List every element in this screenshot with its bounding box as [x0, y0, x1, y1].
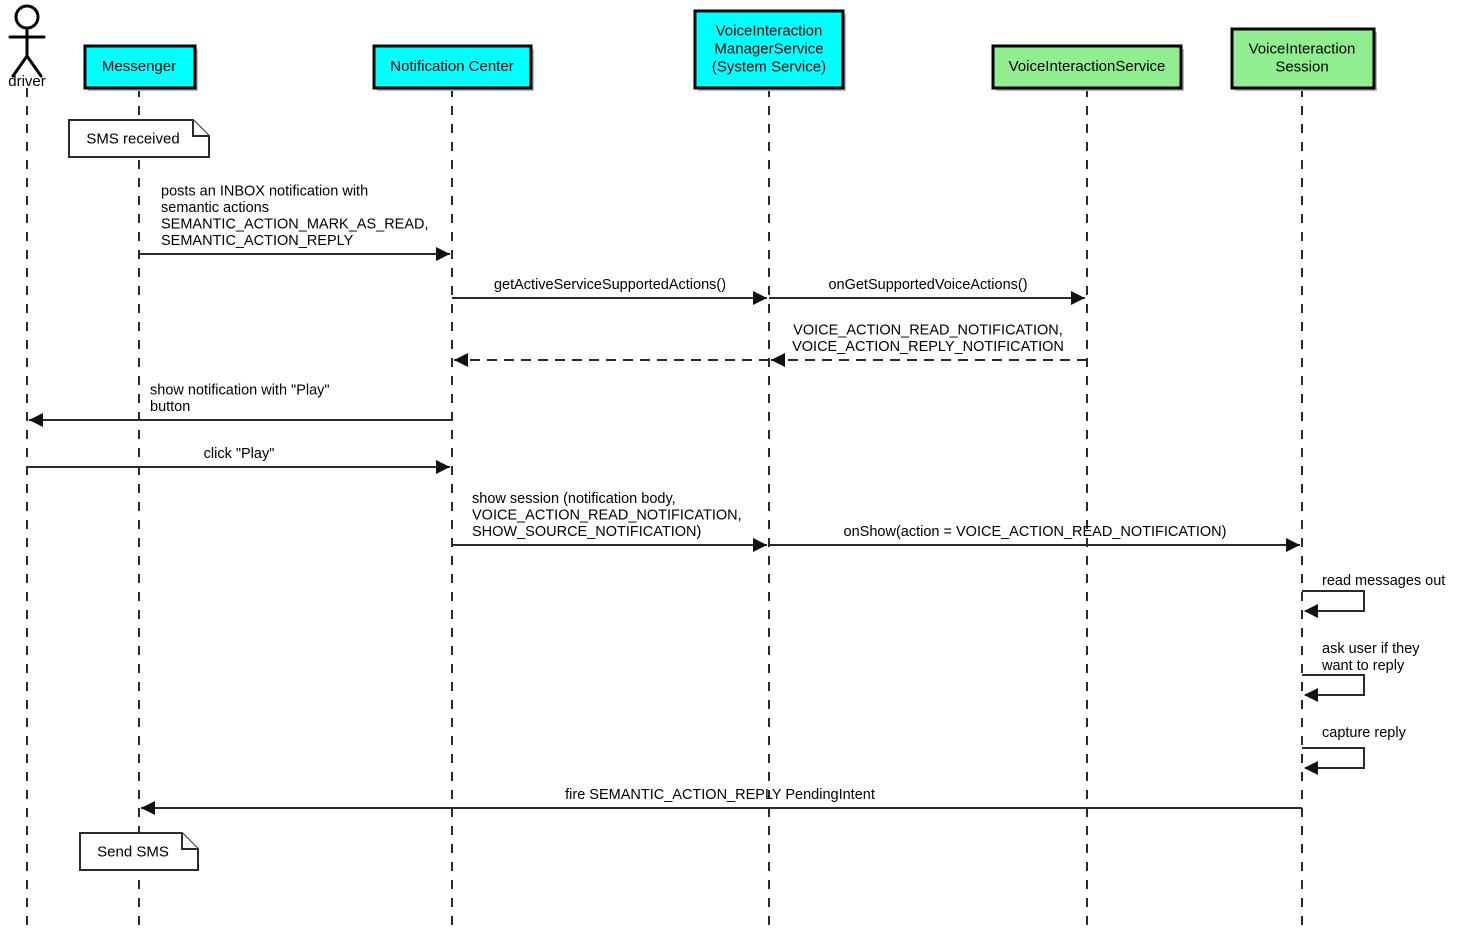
- message-msg-return-voice-actions-to-manager[interactable]: VOICE_ACTION_READ_NOTIFICATION,VOICE_ACT…: [771, 323, 1087, 368]
- message-label: onGetSupportedVoiceActions(): [828, 277, 1027, 293]
- message-label: button: [150, 399, 190, 415]
- self-message-line: [1302, 590, 1365, 612]
- arrowhead-icon: [141, 801, 155, 815]
- actor-leg-left: [11, 54, 29, 78]
- message-label: show notification with "Play": [150, 383, 330, 399]
- participant-label: Notification Center: [390, 58, 513, 75]
- arrowhead-icon: [753, 538, 767, 552]
- self-message-label: want to reply: [1321, 658, 1405, 674]
- message-msg-posts-inbox-notification[interactable]: posts an INBOX notification withsemantic…: [139, 184, 450, 262]
- message-label: SEMANTIC_ACTION_MARK_AS_READ,: [161, 217, 429, 233]
- message-msg-click-play[interactable]: click "Play": [27, 446, 450, 474]
- participant-box: [693, 9, 845, 90]
- message-label: click "Play": [204, 446, 275, 462]
- message-label: VOICE_ACTION_REPLY_NOTIFICATION: [792, 339, 1064, 355]
- actor-layer: driver: [8, 4, 46, 90]
- participant-messenger[interactable]: Messenger: [83, 44, 198, 91]
- participant-voice-interaction-service[interactable]: VoiceInteractionService: [991, 44, 1184, 91]
- arrowhead-icon: [436, 247, 450, 261]
- participant-label: Messenger: [102, 58, 176, 75]
- actor-leg-right: [25, 54, 43, 78]
- message-msg-get-active-service-supported-actions[interactable]: getActiveServiceSupportedActions(): [452, 277, 767, 305]
- note-note-sms-received[interactable]: SMS received: [68, 119, 210, 158]
- note-label: Send SMS: [97, 844, 169, 861]
- arrowhead-icon: [771, 353, 785, 367]
- note-body: [68, 119, 210, 158]
- self-message-label: read messages out: [1322, 573, 1445, 589]
- note-body: [79, 832, 199, 871]
- self-message-line: [1302, 674, 1365, 696]
- message-label: SEMANTIC_ACTION_REPLY: [161, 233, 354, 249]
- message-label: getActiveServiceSupportedActions(): [494, 277, 726, 293]
- participant-label: ManagerService: [714, 40, 823, 57]
- arrowhead-icon: [454, 353, 468, 367]
- note-fold-corner-icon: [181, 833, 198, 850]
- message-msg-on-show[interactable]: onShow(action = VOICE_ACTION_READ_NOTIFI…: [769, 524, 1300, 552]
- self-message-self-msg-read-messages-out[interactable]: read messages out: [1302, 573, 1445, 618]
- participant-label: (System Service): [712, 58, 826, 75]
- message-msg-return-voice-actions-to-notification-center[interactable]: [454, 353, 769, 367]
- note-fold-corner-icon: [192, 120, 209, 137]
- participant-label: VoiceInteraction: [1249, 40, 1356, 57]
- message-msg-fire-semantic-action-reply-pending-intent[interactable]: fire SEMANTIC_ACTION_REPLY PendingIntent: [141, 787, 1302, 815]
- arrowhead-icon: [1304, 604, 1318, 618]
- participant-box: [372, 44, 533, 90]
- message-label: onShow(action = VOICE_ACTION_READ_NOTIFI…: [844, 524, 1227, 540]
- participant-box: [83, 44, 197, 90]
- message-label: show session (notification body,: [472, 491, 676, 507]
- message-label: fire SEMANTIC_ACTION_REPLY PendingIntent: [565, 787, 875, 803]
- note-label: SMS received: [86, 131, 179, 148]
- participant-label: VoiceInteractionService: [1009, 58, 1166, 75]
- arrowhead-icon: [1304, 688, 1318, 702]
- message-msg-show-notification-with-play-button[interactable]: show notification with "Play"button: [29, 383, 452, 428]
- self-message-self-msg-capture-reply[interactable]: capture reply: [1302, 725, 1407, 775]
- message-label: VOICE_ACTION_READ_NOTIFICATION,: [793, 323, 1063, 339]
- message-label: VOICE_ACTION_READ_NOTIFICATION,: [472, 508, 742, 524]
- self-message-line: [1302, 747, 1365, 769]
- participant-box: [991, 44, 1183, 90]
- message-label: semantic actions: [161, 200, 269, 216]
- arrowhead-icon: [1071, 291, 1085, 305]
- arrowhead-icon: [436, 460, 450, 474]
- message-label: posts an INBOX notification with: [161, 184, 368, 200]
- actor-driver[interactable]: driver: [8, 4, 46, 90]
- participants-layer: Messenger Notification Center VoiceInterac…: [83, 9, 1377, 91]
- actor-stick-figure-icon: [14, 4, 40, 30]
- participant-box: [1230, 27, 1376, 90]
- lifelines-layer: [26, 88, 1303, 929]
- arrowhead-icon: [29, 413, 43, 427]
- participant-label: VoiceInteraction: [716, 22, 823, 39]
- messages-layer: posts an INBOX notification withsemantic…: [27, 184, 1302, 815]
- message-label: SHOW_SOURCE_NOTIFICATION): [472, 524, 701, 540]
- self-message-label: ask user if they: [1322, 641, 1420, 657]
- arrowhead-icon: [1286, 538, 1300, 552]
- message-msg-show-session[interactable]: show session (notification body,VOICE_AC…: [452, 491, 767, 552]
- actor-label: driver: [8, 73, 46, 90]
- note-note-send-sms[interactable]: Send SMS: [79, 832, 199, 871]
- participant-notification-center[interactable]: Notification Center: [372, 44, 534, 91]
- arrowhead-icon: [1304, 761, 1318, 775]
- participant-label: Session: [1275, 58, 1328, 75]
- arrowhead-icon: [753, 291, 767, 305]
- self-message-label: capture reply: [1322, 725, 1407, 741]
- message-msg-on-get-supported-voice-actions[interactable]: onGetSupportedVoiceActions(): [769, 277, 1085, 305]
